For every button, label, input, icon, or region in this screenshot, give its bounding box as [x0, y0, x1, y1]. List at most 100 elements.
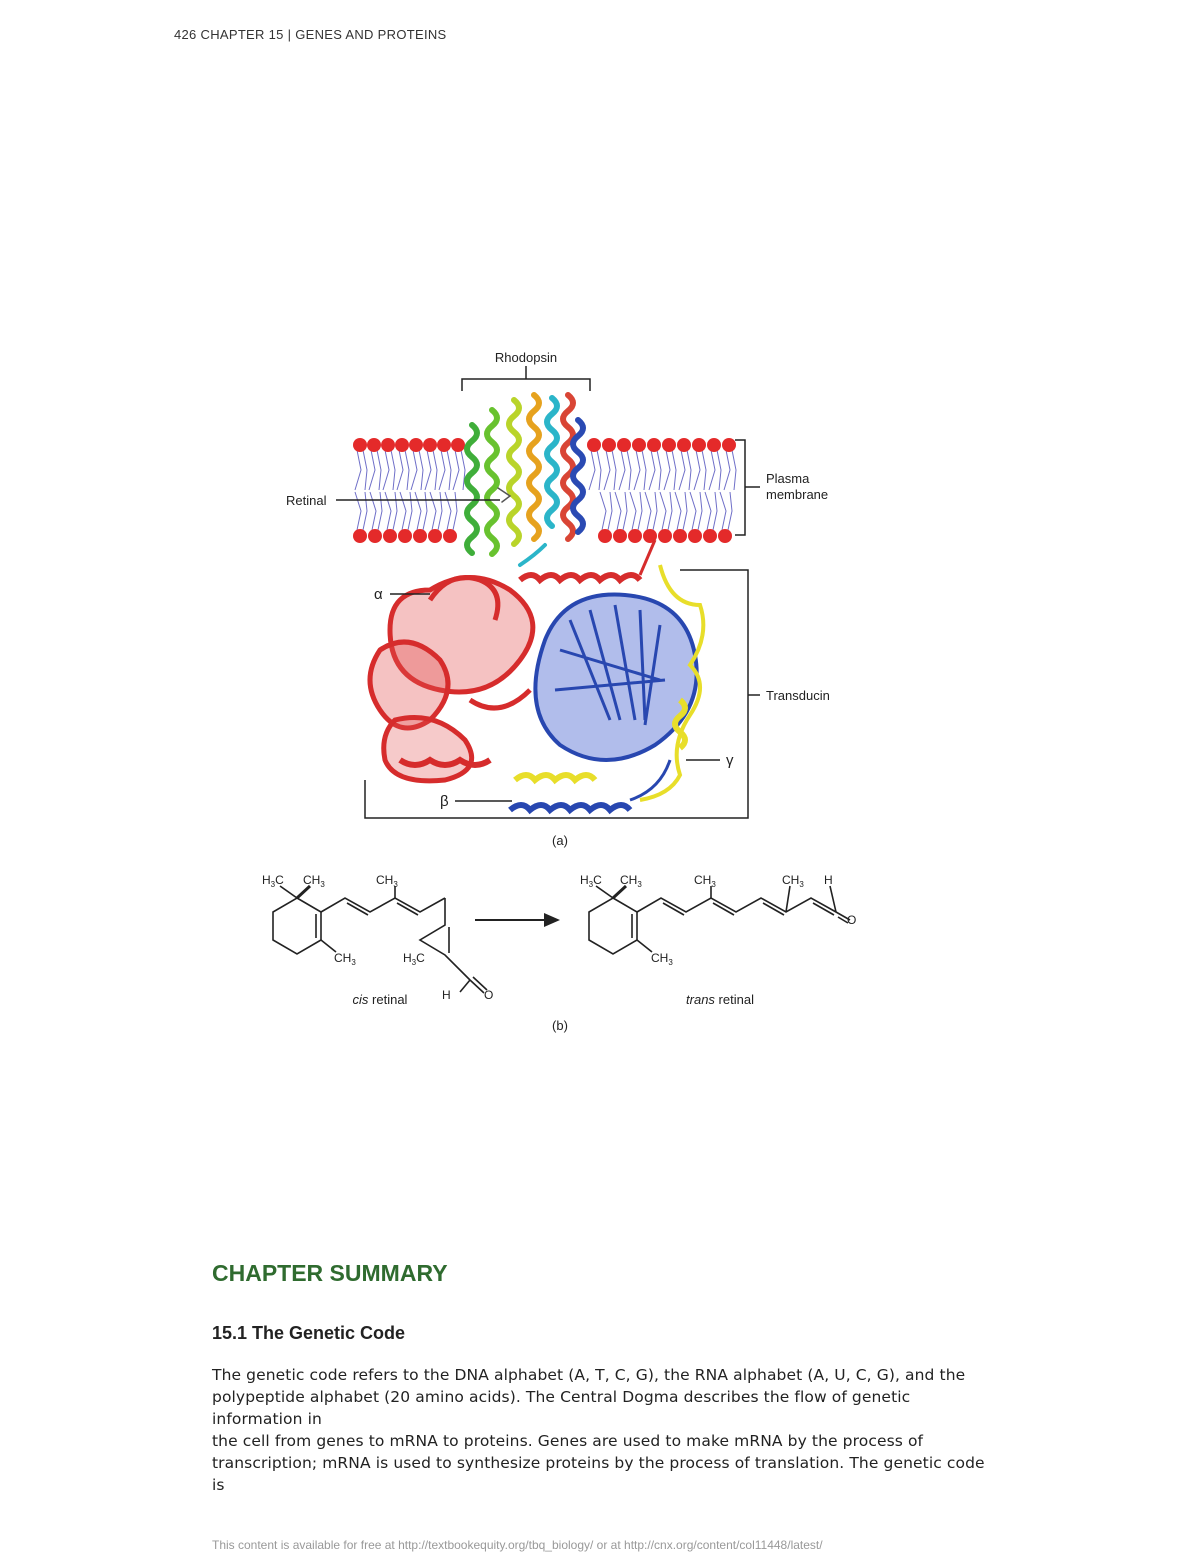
lipid-tail [396, 449, 404, 491]
lipid-tail [663, 449, 671, 491]
lipid-tail [659, 491, 667, 531]
svg-text:H3C: H3C [580, 873, 602, 889]
lipid-head [413, 529, 427, 543]
alpha-subunit [367, 539, 657, 784]
lipid-tail [719, 491, 727, 531]
label-retinal: Retinal [286, 493, 327, 508]
lipid-head [643, 529, 657, 543]
lipid-tails [354, 449, 737, 531]
lipid-head [367, 438, 381, 452]
lipid-tail [704, 491, 712, 531]
label-rhodopsin: Rhodopsin [495, 350, 557, 365]
lipid-tail [392, 491, 398, 531]
lipid-tail [611, 449, 617, 491]
svg-text:H: H [824, 873, 833, 887]
lipid-tail [644, 491, 652, 531]
lipid-head [353, 529, 367, 543]
lipid-tail [382, 449, 390, 491]
lipid-head [613, 529, 627, 543]
paragraph-line: polypeptide alphabet (20 amino acids). T… [212, 1388, 911, 1428]
lipid-tail [599, 491, 607, 531]
label-plasma-membrane-1: Plasma [766, 471, 810, 486]
paragraph-line: the cell from genes to mRNA to proteins.… [212, 1432, 924, 1450]
svg-text:O: O [484, 988, 493, 1002]
paragraph-line: transcription; mRNA is used to synthesiz… [212, 1454, 985, 1494]
lipid-tail [626, 449, 632, 491]
lipid-tail [678, 449, 686, 491]
lipid-head [722, 438, 736, 452]
lipid-head [398, 529, 412, 543]
trans-retinal-label: trans retinal [686, 992, 754, 1007]
reaction-arrow [475, 913, 560, 927]
lipid-tail [424, 449, 432, 491]
lipid-head [423, 438, 437, 452]
lipid-tail [697, 491, 703, 531]
lipid-tail [648, 449, 656, 491]
lipid-head [658, 529, 672, 543]
lipid-head [587, 438, 601, 452]
lipid-head [428, 529, 442, 543]
lipid-tail [368, 449, 376, 491]
gamma-subunit [513, 564, 706, 802]
lipid-head [443, 529, 457, 543]
lipid-tail [407, 491, 413, 531]
lipid-tail [414, 491, 422, 531]
lipid-tail [674, 491, 682, 531]
lipid-tail [369, 491, 377, 531]
trans-retinal-structure [588, 884, 851, 955]
lipid-head [617, 438, 631, 452]
lipid-head [692, 438, 706, 452]
lipid-tail [354, 491, 362, 531]
lipid-head [632, 438, 646, 452]
running-head: 426 CHAPTER 15 | GENES AND PROTEINS [174, 27, 447, 42]
lipid-tail [376, 449, 382, 491]
lipid-head [409, 438, 423, 452]
section-heading: 15.1 The Genetic Code [212, 1323, 406, 1343]
svg-text:CH3: CH3 [376, 873, 398, 889]
lipid-head [395, 438, 409, 452]
cis-retinal-atom-labels: H3C CH3 CH3 CH3 H3C H O [262, 873, 493, 1002]
lipid-head [703, 529, 717, 543]
lipid-tail [637, 491, 643, 531]
lipid-tail [438, 449, 446, 491]
figure-leader-lines [336, 366, 760, 819]
svg-text:CH3: CH3 [303, 873, 325, 889]
svg-text:CH3: CH3 [334, 951, 356, 967]
lipid-head [647, 438, 661, 452]
lipid-head [707, 438, 721, 452]
label-panel-a: (a) [552, 833, 568, 848]
lipid-head [451, 438, 465, 452]
lipid-head [368, 529, 382, 543]
svg-text:H: H [442, 988, 451, 1002]
lipid-head [677, 438, 691, 452]
lipid-tail [712, 491, 718, 531]
svg-text:CH3: CH3 [620, 873, 642, 889]
lipid-tail [422, 491, 428, 531]
lipid-tail [452, 449, 460, 491]
lipid-tail [701, 449, 707, 491]
lipid-tail [377, 491, 383, 531]
lipid-tail [618, 449, 626, 491]
lipid-tail [614, 491, 622, 531]
svg-text:CH3: CH3 [694, 873, 716, 889]
lipid-tail [460, 449, 466, 491]
lipid-tail [641, 449, 647, 491]
label-beta: β [440, 793, 449, 810]
summary-paragraph: The genetic code refers to the DNA alpha… [212, 1364, 1002, 1496]
trans-retinal-atom-labels: H3C CH3 CH3 CH3 H O CH3 [580, 873, 856, 967]
lipid-head [602, 438, 616, 452]
lipid-tail [723, 449, 731, 491]
lipid-tail [446, 449, 452, 491]
lipid-head [662, 438, 676, 452]
lipid-tail [429, 491, 437, 531]
lipid-tail [444, 491, 452, 531]
lipid-tail [588, 449, 596, 491]
lipid-tail [399, 491, 407, 531]
lipid-tail [629, 491, 637, 531]
label-alpha: α [374, 586, 383, 603]
label-gamma: γ [726, 752, 734, 769]
lipid-head [381, 438, 395, 452]
lipid-tail [667, 491, 673, 531]
lipid-tail [686, 449, 692, 491]
lipid-tail [390, 449, 396, 491]
